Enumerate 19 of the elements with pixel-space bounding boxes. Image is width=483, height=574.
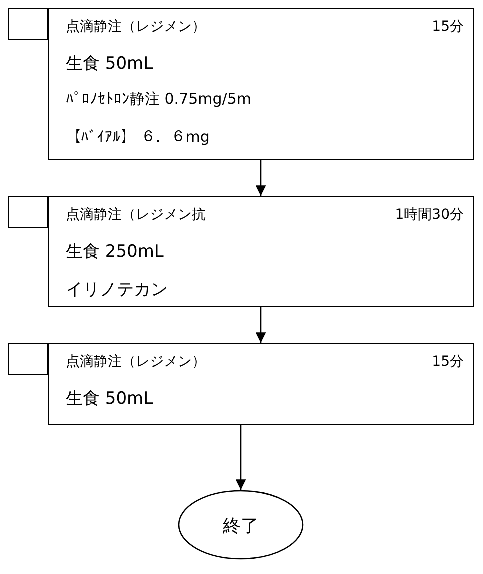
duration-label: 15分 (432, 18, 464, 36)
checkbox (8, 343, 48, 375)
arrow (256, 307, 266, 343)
step-title: 点滴静注（レジメン） (66, 353, 206, 371)
duration-label: 15分 (432, 353, 464, 371)
drug-line: イリノテカン (66, 279, 168, 301)
checkbox (8, 8, 48, 40)
arrow (236, 425, 246, 490)
checkbox (8, 196, 48, 228)
drug-line: 【ﾊﾞｲｱﾙ】 ６．６mg (66, 128, 210, 146)
terminal-label: 終了 (222, 515, 260, 538)
step-title: 点滴静注（レジメン） (66, 18, 206, 36)
drug-line: 生食 50mL (66, 388, 154, 410)
arrow (256, 160, 266, 196)
drug-line: 生食 50mL (66, 53, 154, 75)
duration-label: 1時間30分 (395, 206, 464, 224)
drug-line: 生食 250mL (66, 241, 164, 263)
step-title: 点滴静注（レジメン抗 (66, 206, 206, 224)
drug-line: ﾊﾟﾛﾉｾﾄﾛﾝ静注 0.75mg/5m (66, 90, 252, 109)
